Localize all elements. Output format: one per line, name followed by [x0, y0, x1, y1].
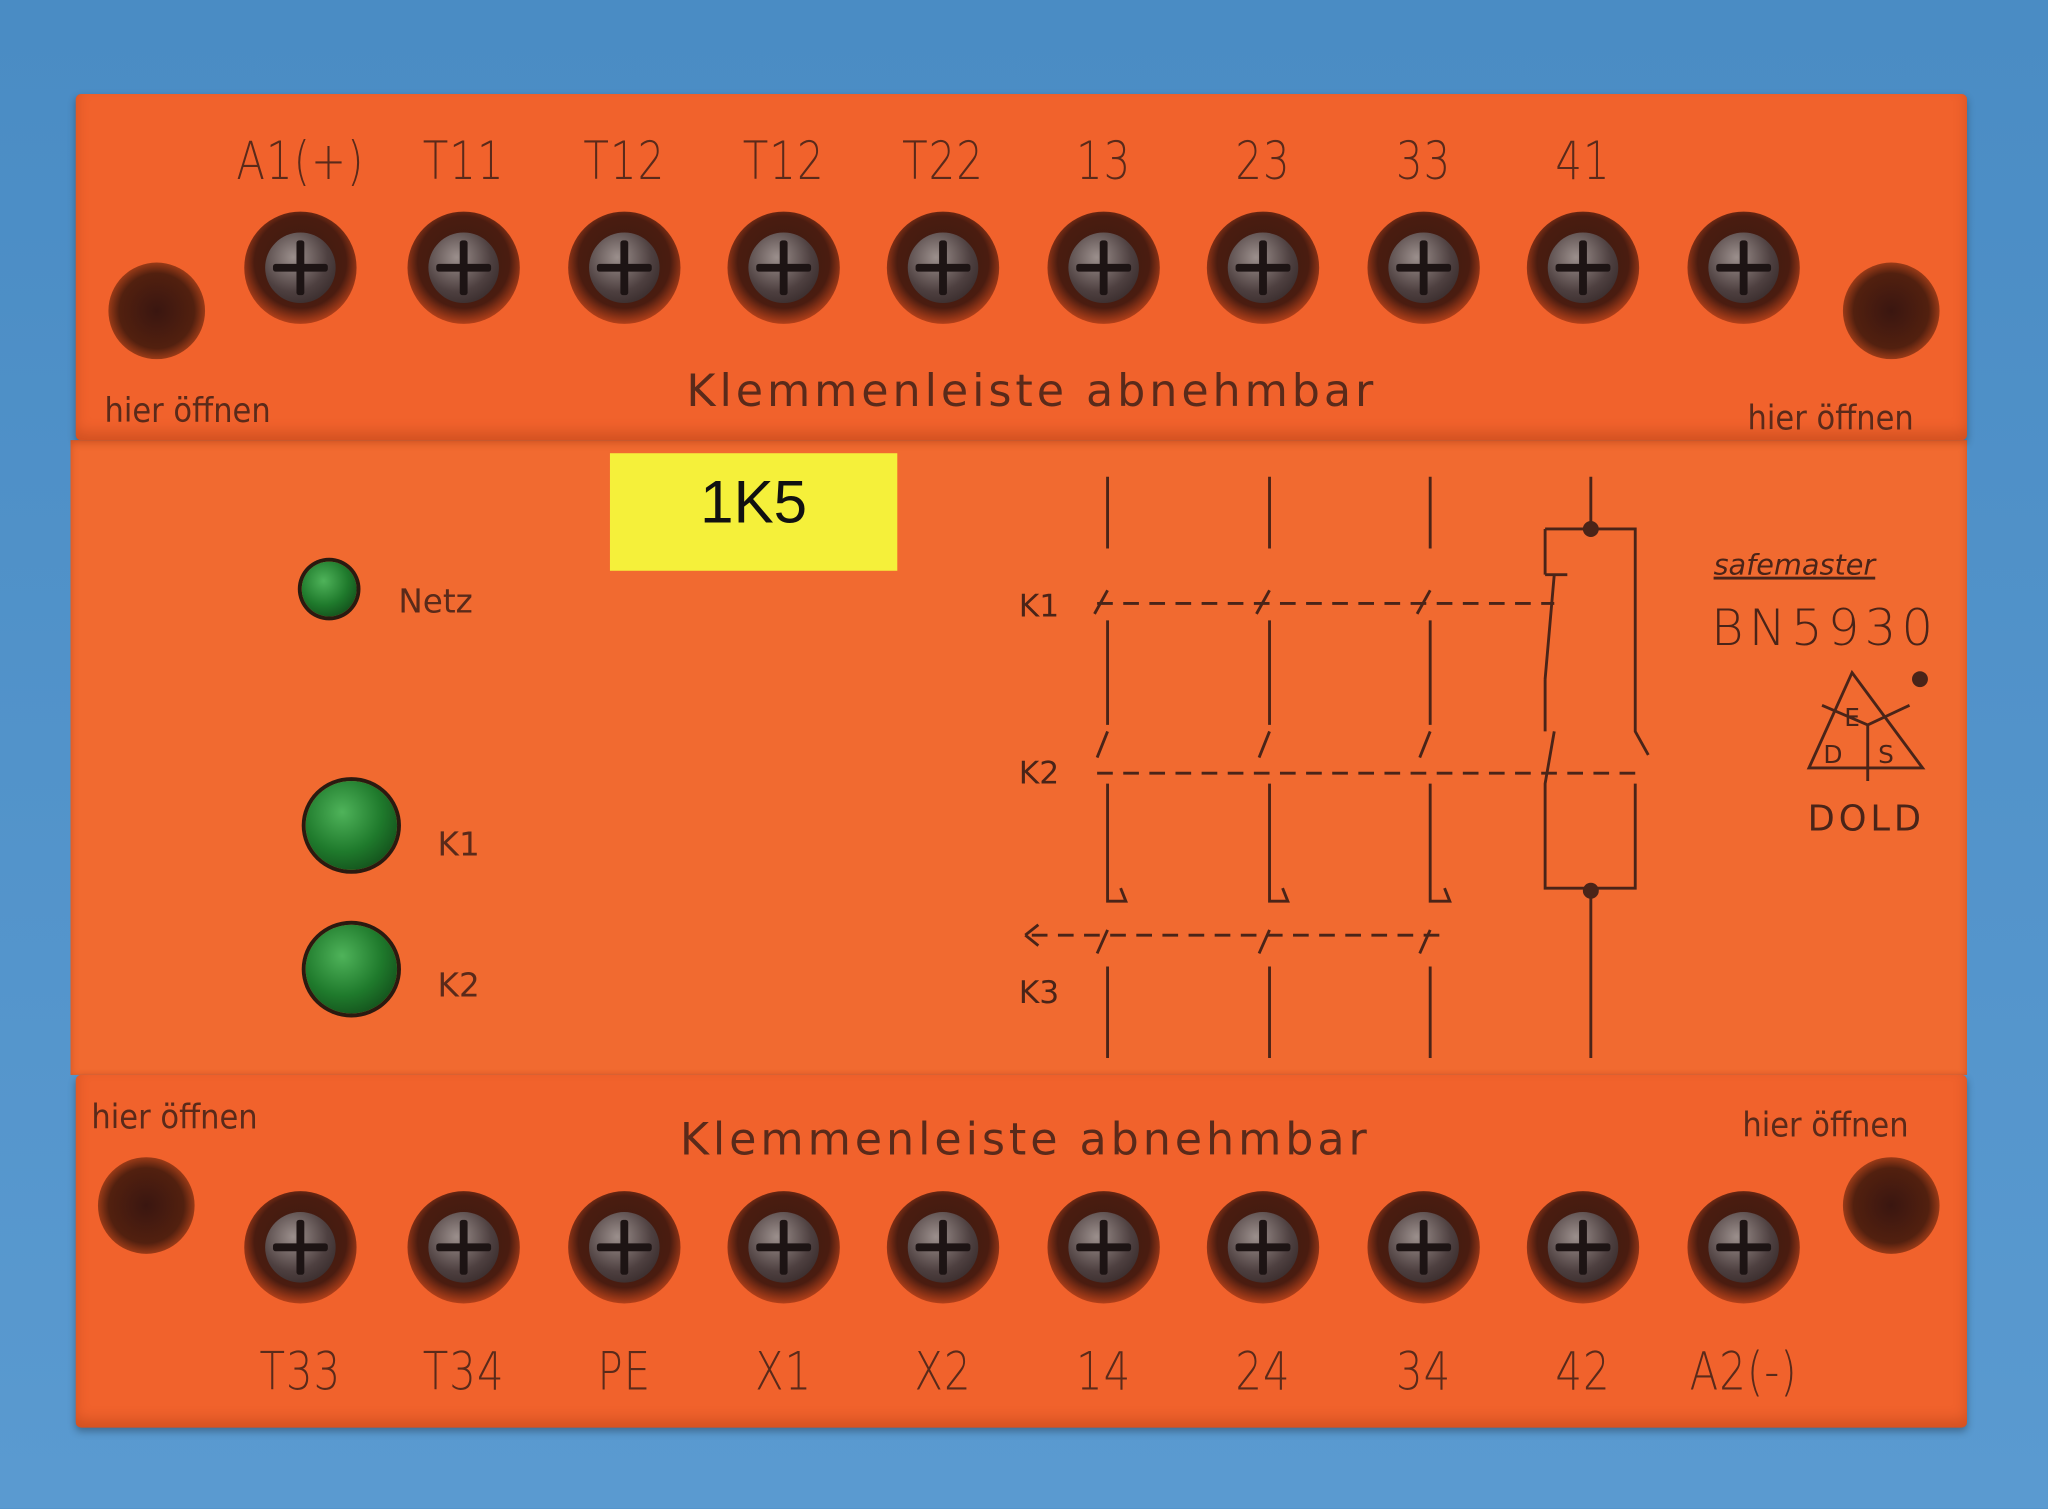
terminal-label: T33: [259, 1342, 342, 1403]
screw-head-icon: [589, 1212, 660, 1283]
terminal-screw: [727, 1191, 840, 1304]
terminal-screw: [1206, 1191, 1320, 1304]
terminal-label: 23: [1235, 131, 1291, 192]
screw-head-icon: [1708, 1212, 1779, 1283]
strip-title: Klemmenleiste abnehmbar: [686, 365, 1378, 418]
eds-certification-mark: [1806, 669, 1926, 782]
terminal-screw: [407, 211, 520, 324]
nc-contact-column: [1543, 476, 1650, 1058]
screw-head-icon: [1227, 1212, 1299, 1283]
open-hint-right: hier öffnen: [1742, 1106, 1909, 1146]
screw-head-icon: [428, 1212, 499, 1283]
model-number: BN5930: [1711, 599, 1933, 657]
terminal-label: T11: [422, 131, 505, 192]
tag-text: 1K5: [700, 467, 808, 536]
relay-label-k1: K1: [1019, 588, 1059, 624]
terminal-screw: [1367, 211, 1480, 324]
terminal-label: T12: [742, 131, 825, 192]
equipment-tag: 1K5: [609, 453, 898, 571]
top-terminal-strip: A1(+) T11 T12 T12 T22 13 23 33 41 Klemmenleiste …: [75, 94, 1967, 441]
terminal-label: T12: [583, 131, 666, 192]
screw-head-icon: [265, 232, 336, 304]
terminal-screw: [568, 1191, 681, 1304]
bottom-terminal-strip: T33 T34 PE X1 X2 14 24 34 42 A2(-) Klemmenleiste …: [75, 1074, 1967, 1428]
terminal-screw: [1526, 1191, 1640, 1304]
screw-head-icon: [748, 232, 819, 304]
terminal-label: 13: [1076, 131, 1132, 192]
cert-letter-d: D: [1823, 740, 1842, 769]
terminal-screw: [407, 1191, 520, 1304]
terminal-screw: [1206, 211, 1320, 324]
terminal-label: A1(+): [236, 131, 365, 192]
open-hint-right: hier öffnen: [1747, 399, 1914, 439]
led-netz: [301, 561, 357, 617]
terminal-screw: [1047, 1191, 1160, 1304]
relay-label-k2: K2: [1019, 756, 1059, 792]
terminal-screw: [886, 211, 1000, 324]
terminal-label: 41: [1555, 131, 1611, 192]
terminal-screw: [244, 211, 357, 324]
terminal-label: 34: [1396, 1342, 1452, 1403]
screw-head-icon: [907, 1212, 979, 1283]
terminal-label: 42: [1555, 1342, 1611, 1403]
terminal-screw: [1047, 211, 1160, 324]
led-k2: [305, 924, 398, 1014]
led-label-netz: Netz: [398, 582, 473, 621]
terminal-label: 24: [1235, 1342, 1291, 1403]
terminal-screw: [568, 211, 681, 324]
terminal-label: PE: [597, 1342, 652, 1403]
terminal-label: X1: [754, 1342, 813, 1403]
manufacturer: DOLD: [1808, 799, 1925, 840]
registered-mark: [1911, 671, 1928, 688]
terminal-label: T34: [422, 1342, 505, 1403]
cert-letter-s: S: [1878, 740, 1894, 769]
screw-head-icon: [1068, 232, 1139, 304]
brand-logo: safemaster: [1714, 548, 1878, 582]
led-label-k2: K2: [437, 966, 480, 1005]
relay-label-k3: K3: [1019, 975, 1059, 1011]
terminal-screw: [727, 211, 840, 324]
terminal-screw: [1367, 1191, 1480, 1304]
screw-head-icon: [1388, 1212, 1459, 1283]
contact-column-2: [1255, 476, 1290, 1058]
release-hole-left: [97, 1157, 195, 1254]
terminal-screw: [886, 1191, 1000, 1304]
screw-head-icon: [748, 1212, 819, 1283]
terminal-screw: [1687, 1191, 1800, 1304]
screw-head-icon: [1547, 1212, 1619, 1283]
release-hole-right: [1842, 262, 1940, 360]
screw-head-icon: [589, 232, 660, 304]
k3-actuator: [1024, 923, 1040, 947]
terminal-screw: [1526, 211, 1640, 324]
contact-column-3: [1415, 476, 1452, 1058]
contact-column-1: [1093, 476, 1128, 1058]
screw-head-icon: [1068, 1212, 1139, 1283]
strip-title: Klemmenleiste abnehmbar: [679, 1114, 1371, 1167]
terminal-screw: [1687, 211, 1800, 324]
screw-head-icon: [1547, 232, 1619, 304]
terminal-screw: [244, 1191, 357, 1304]
terminal-label: A2(-): [1689, 1342, 1798, 1403]
screw-head-icon: [265, 1212, 336, 1283]
terminal-label: T22: [902, 131, 984, 192]
screw-head-icon: [428, 232, 499, 304]
cert-letter-e: E: [1844, 703, 1860, 732]
screw-head-icon: [907, 232, 979, 304]
terminal-label: 33: [1396, 131, 1452, 192]
led-label-k1: K1: [437, 825, 480, 864]
screw-head-icon: [1708, 232, 1779, 304]
screw-head-icon: [1388, 232, 1459, 304]
led-k1: [305, 781, 398, 870]
mechanical-linkages: [1031, 601, 1644, 937]
terminal-label: X2: [914, 1342, 972, 1403]
screw-head-icon: [1227, 232, 1299, 304]
release-hole-left: [108, 262, 206, 360]
terminal-label: 14: [1076, 1342, 1132, 1403]
open-hint-left: hier öffnen: [104, 391, 271, 432]
open-hint-left: hier öffnen: [91, 1098, 258, 1138]
release-hole-right: [1842, 1157, 1940, 1254]
